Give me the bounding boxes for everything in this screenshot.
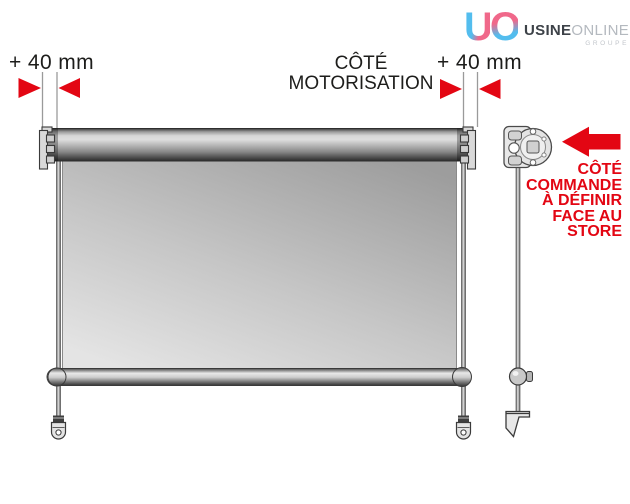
motorisation-side-label: CÔTÉ MOTORISATION (287, 54, 435, 94)
crank-eyelet-right (455, 415, 472, 440)
offset-marker-triangles-left (18, 78, 80, 98)
bottom-bar (46, 367, 472, 387)
motorisation-label-line1: CÔTÉ (334, 53, 388, 74)
roller-tube (46, 128, 469, 162)
control-head-side-view (503, 125, 553, 169)
bracket-right (459, 126, 477, 170)
control-side-label: CÔTÉ COMMANDE À DÉFINIR FACE AU STORE (470, 162, 622, 240)
logo-letter-u: U (464, 5, 493, 49)
logo-monogram: UO (464, 5, 521, 49)
blind-fabric (62, 157, 457, 370)
motorisation-label-line2: MOTORISATION (288, 73, 434, 94)
offset-extent-lines-left (41, 72, 58, 129)
offset-marker-triangles-right (440, 79, 501, 99)
control-label-line5: STORE (567, 223, 622, 240)
bracket-left (38, 126, 56, 170)
crank-hook-handle (505, 410, 531, 438)
rod-swivel-joint (508, 367, 533, 386)
crank-eyelet-left (50, 415, 67, 440)
control-label-line3: À DÉFINIR (542, 192, 622, 209)
logo-brand-secondary: ONLINE (571, 22, 630, 39)
logo-brand-primary: USINE (524, 22, 572, 39)
offset-label-right: + 40 mm (437, 51, 523, 74)
control-label-line4: FACE AU (552, 207, 622, 225)
left-arrow-icon (562, 126, 621, 157)
logo-brand-name: USINEONLINE GROUPE (524, 22, 629, 47)
offset-extent-lines-right (462, 72, 479, 127)
control-label-line1: CÔTÉ (577, 161, 622, 178)
logo-letter-o: O (489, 5, 521, 49)
usineonline-logo: UO USINEONLINE GROUPE (464, 6, 629, 48)
logo-brand-subtitle: GROUPE (585, 40, 630, 47)
control-label-line2: COMMANDE (526, 176, 622, 194)
offset-label-left: + 40 mm (9, 51, 95, 74)
